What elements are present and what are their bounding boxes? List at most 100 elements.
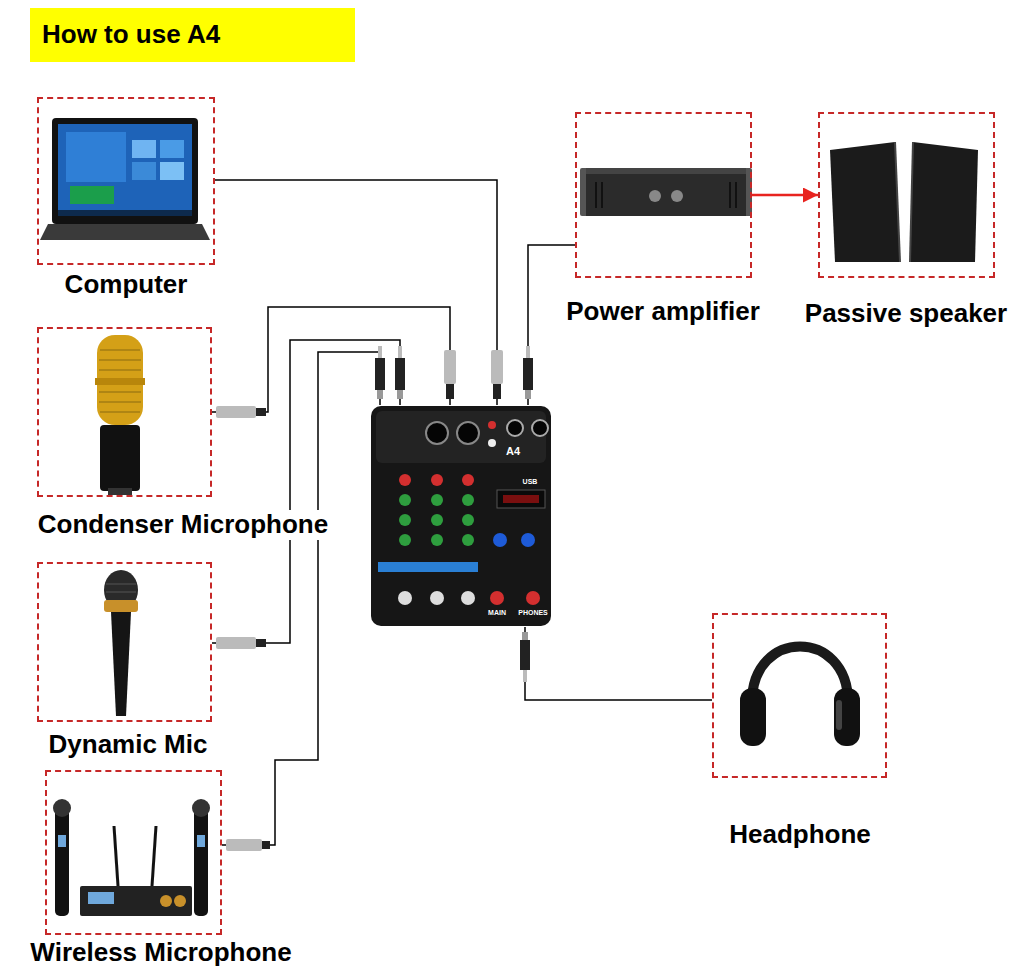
laptop-illustration (58, 210, 192, 216)
mixer-illustration (399, 474, 411, 486)
dynamic-mic-illustration (106, 584, 136, 585)
jack-plug (375, 358, 385, 390)
jack-plug (523, 346, 533, 399)
device-node: Headphone (712, 613, 887, 850)
panel-label: USB (523, 478, 538, 486)
wireless-mic-illustration (194, 806, 208, 916)
xlr-plug (444, 350, 456, 384)
dashed-frame (37, 562, 212, 722)
mixer-illustration (431, 534, 443, 546)
jack-plug (398, 346, 402, 358)
jack-plug (522, 632, 528, 640)
dashed-frame (575, 112, 752, 278)
mixer-illustration (521, 533, 535, 547)
mixer-body (370, 405, 552, 627)
wireless-mic-illustration (174, 895, 186, 907)
power-amplifier-illustration (586, 168, 746, 216)
laptop-illustration (52, 118, 198, 224)
headphone-illustration (752, 647, 848, 703)
passive-speaker-illustration (910, 142, 913, 262)
headphone-illustration (836, 700, 842, 730)
passive-speaker-illustration (895, 142, 900, 262)
xlr-plug (216, 406, 266, 418)
xlr-plug (216, 406, 256, 418)
mixer-illustration (503, 495, 539, 503)
jack-plug (375, 346, 385, 399)
headphone-illustration (834, 688, 860, 746)
device-label: Power amplifier (564, 297, 762, 327)
device-text: A4 (506, 445, 520, 457)
mixer-illustration (462, 534, 474, 546)
wireless-mic-illustration (160, 895, 172, 907)
device-label: Headphone (727, 820, 873, 850)
wireless-mic-illustration (88, 892, 114, 904)
power-amplifier-illustration (580, 168, 752, 216)
panel-label: MAIN (488, 609, 506, 617)
mixer-illustration (488, 439, 496, 447)
power-amplifier-illustration (649, 190, 661, 202)
mixer-illustration (493, 533, 507, 547)
mixer-illustration (462, 474, 474, 486)
xlr-plug (446, 384, 454, 399)
device-label: Wireless Microphone (28, 938, 293, 968)
xlr-plug (226, 839, 262, 851)
dynamic-mic-illustration (111, 612, 131, 716)
mixer-illustration (399, 494, 411, 506)
cable (212, 340, 400, 643)
mixer-illustration (398, 591, 412, 605)
headphone-illustration (740, 688, 766, 746)
wireless-mic-illustration (55, 806, 69, 916)
xlr-plug (216, 637, 266, 649)
mixer-illustration (461, 591, 475, 605)
mixer-illustration (462, 494, 474, 506)
mixer-illustration (399, 534, 411, 546)
mixer-illustration (376, 411, 546, 463)
mixer-illustration (532, 420, 548, 436)
cable (525, 627, 712, 700)
cable (212, 307, 450, 412)
power-amplifier-illustration (735, 182, 737, 208)
title-band: How to use A4 (30, 8, 355, 62)
condenser-mic-illustration (99, 402, 141, 403)
condenser-mic-illustration (100, 425, 140, 491)
xlr-plug (226, 839, 270, 851)
laptop-illustration (70, 186, 114, 204)
condenser-mic-illustration (100, 350, 140, 351)
power-amplifier-illustration (601, 182, 603, 208)
xlr-plug (216, 637, 256, 649)
device-node: Dynamic Mic (37, 562, 212, 760)
mixer-node: A4 (370, 405, 552, 627)
mixer-illustration (431, 514, 443, 526)
device-label: Dynamic Mic (47, 730, 210, 760)
dynamic-mic-illustration (106, 592, 136, 593)
passive-speaker-illustration (910, 142, 978, 262)
laptop-illustration (132, 162, 156, 180)
jack-plug (523, 670, 527, 682)
mixer-illustration (426, 422, 448, 444)
mixer-illustration (497, 490, 545, 508)
dashed-frame (712, 613, 887, 778)
power-amplifier-illustration (586, 168, 746, 174)
condenser-mic-illustration (95, 335, 145, 495)
dashed-frame (45, 770, 222, 935)
passive-speaker-illustration (830, 142, 978, 262)
dashed-frame (37, 327, 212, 497)
jack-plug (520, 632, 530, 682)
wireless-mic-illustration (53, 799, 71, 817)
power-amplifier-illustration (595, 182, 597, 208)
wireless-mic-illustration (58, 835, 66, 847)
wireless-mic-illustration (53, 799, 210, 916)
laptop-illustration (40, 118, 210, 240)
mixer-illustration (457, 422, 479, 444)
jack-plug (526, 346, 530, 358)
wireless-mic-illustration (192, 799, 210, 817)
mixer-illustration (430, 591, 444, 605)
mixer-illustration (488, 421, 496, 429)
laptop-illustration (58, 124, 192, 216)
dynamic-mic-illustration (104, 600, 138, 612)
xlr-plug (262, 841, 270, 849)
dashed-frame (37, 97, 215, 265)
wireless-mic-illustration (114, 826, 118, 886)
passive-speaker-illustration (830, 142, 900, 262)
condenser-mic-illustration (99, 360, 141, 361)
